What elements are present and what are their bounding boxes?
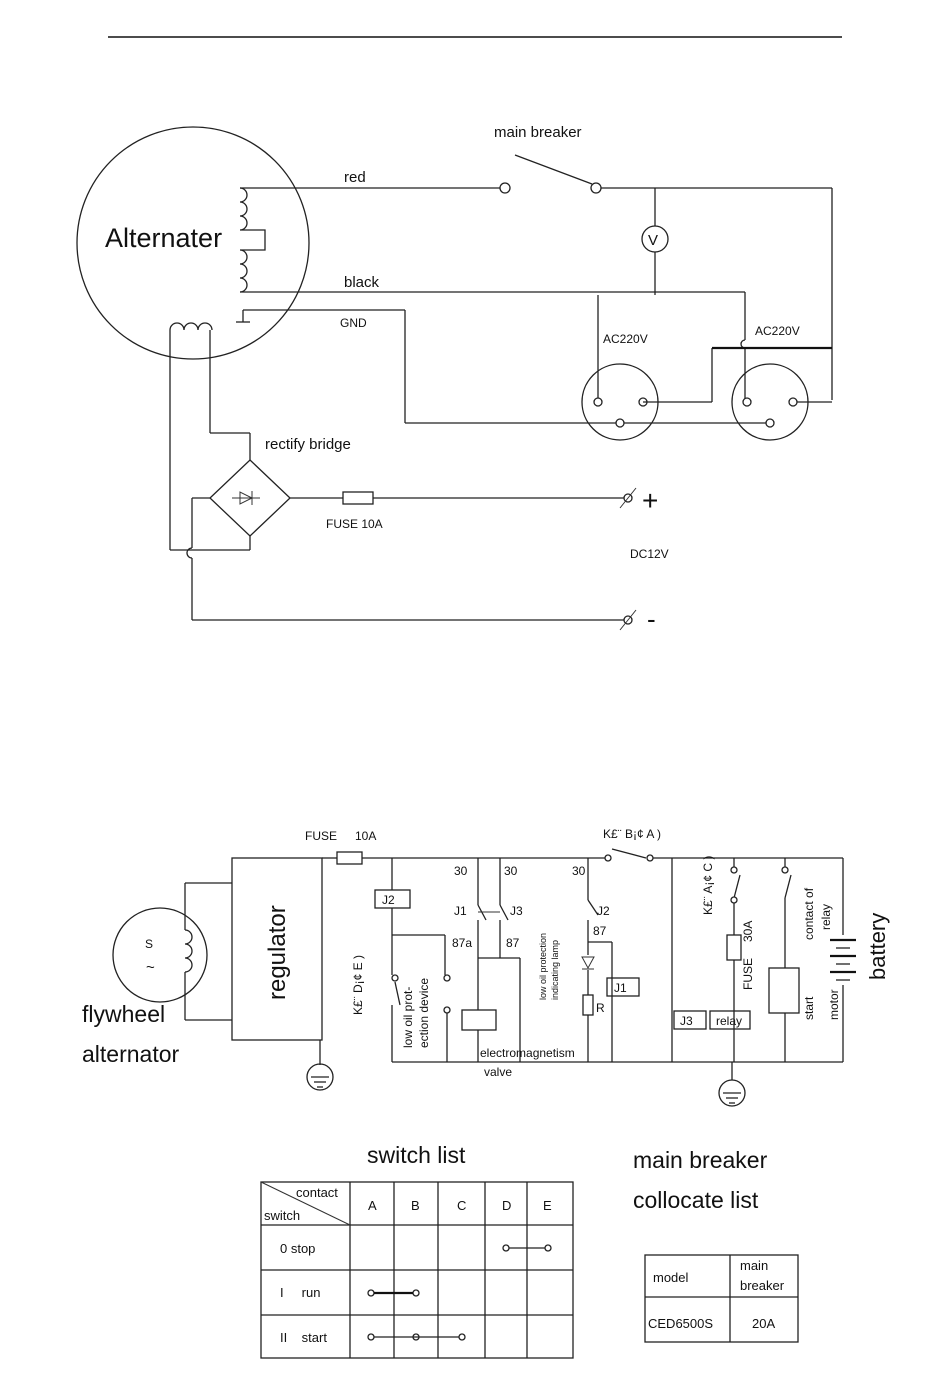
t87-a: 87 bbox=[506, 936, 520, 950]
flywheel-alternator-circle bbox=[112, 907, 208, 1003]
flywheel-coil-icon bbox=[184, 929, 193, 973]
relay-label: relay bbox=[716, 1014, 742, 1028]
regulator-box bbox=[231, 857, 323, 1041]
gnd-label: GND bbox=[340, 316, 367, 330]
socket-2-label: AC220V bbox=[755, 324, 800, 338]
col-c: C bbox=[457, 1198, 466, 1213]
dc-plus-label: + bbox=[642, 485, 658, 516]
alternator-winding-icon bbox=[239, 187, 266, 293]
row-start: II start bbox=[280, 1330, 327, 1345]
breaker-list-title-1: main breaker bbox=[633, 1147, 768, 1173]
contact-relay-label-2: relay bbox=[819, 904, 833, 930]
j1-coil bbox=[606, 977, 640, 997]
breaker-header-model: model bbox=[653, 1270, 689, 1285]
contact-de-stop bbox=[502, 1244, 552, 1252]
flywheel-label: flywheel bbox=[82, 1001, 165, 1027]
breaker-list: main breaker collocate list model main b… bbox=[633, 1147, 799, 1343]
switch-list-corner-top: contact bbox=[296, 1185, 338, 1200]
red-wire-label: red bbox=[344, 169, 366, 186]
valve-label-1: electromagnetism bbox=[480, 1046, 575, 1060]
resistor-r bbox=[582, 994, 594, 1016]
col-e: E bbox=[543, 1198, 552, 1213]
breaker-header-breaker: breaker bbox=[740, 1278, 785, 1293]
fuse-bottom-rating: 10A bbox=[355, 829, 376, 843]
j3-box-label: J3 bbox=[680, 1014, 693, 1028]
top-diagram: Alternater red black main breaker V AC22… bbox=[76, 124, 833, 634]
fuse-30a bbox=[726, 934, 742, 961]
low-oil-device-label-1: low oil prot- bbox=[401, 987, 415, 1048]
breaker-rating: 20A bbox=[752, 1316, 775, 1331]
fuse-10a bbox=[342, 491, 374, 505]
j2-label: J2 bbox=[382, 893, 395, 907]
ground-icon-2 bbox=[718, 1079, 746, 1107]
alternator-circle bbox=[76, 126, 310, 360]
t30-b: 30 bbox=[504, 864, 518, 878]
t87-b: 87 bbox=[593, 924, 607, 938]
t30-c: 30 bbox=[572, 864, 586, 878]
alternator-label: alternator bbox=[82, 1041, 180, 1067]
low-oil-device-label-2: ection device bbox=[417, 978, 431, 1048]
fuse-bottom-label: FUSE bbox=[305, 829, 337, 843]
socket-1-label: AC220V bbox=[603, 332, 648, 346]
valve-label-2: valve bbox=[484, 1065, 512, 1079]
r-label: R bbox=[596, 1001, 605, 1015]
start-motor-label-1: start bbox=[802, 996, 816, 1020]
tilde-label: ~ bbox=[146, 959, 155, 976]
col-b: B bbox=[411, 1198, 420, 1213]
electromagnetism-valve bbox=[461, 1009, 497, 1031]
main-breaker-label: main breaker bbox=[494, 124, 582, 141]
t87a: 87a bbox=[452, 936, 472, 950]
alternator-label: Alternater bbox=[105, 223, 222, 253]
fuse-10a-bottom bbox=[336, 851, 363, 865]
breaker-model: CED6500S bbox=[648, 1316, 713, 1331]
row-run: I run bbox=[280, 1285, 320, 1300]
switch-list-title: switch list bbox=[367, 1142, 466, 1168]
contact-relay-label-1: contact of bbox=[802, 887, 816, 940]
ground-icon-1 bbox=[306, 1063, 334, 1091]
black-wire-label: black bbox=[344, 274, 380, 291]
switch-de-label: K£¨ D¡¢ E ) bbox=[351, 955, 365, 1015]
fuse30-label-1: FUSE bbox=[741, 958, 755, 990]
breaker-header-main: main bbox=[740, 1258, 768, 1273]
dc-minus-label: - bbox=[647, 604, 656, 634]
battery-icon bbox=[830, 938, 856, 981]
excitation-winding-icon bbox=[169, 322, 213, 331]
switch-ba-label: K£¨ B¡¢ A ) bbox=[603, 827, 661, 841]
j2b-label: J2 bbox=[597, 904, 610, 918]
row-stop: 0 stop bbox=[280, 1241, 315, 1256]
switch-ac-label: K£¨ A¡¢ C ) bbox=[701, 856, 715, 915]
bottom-diagram: S ~ flywheel alternator regulator FUSE 1… bbox=[82, 827, 890, 1107]
lamp-label-1: low oil protection bbox=[538, 933, 548, 1000]
start-motor-label-2: motor bbox=[827, 989, 841, 1020]
voltmeter-label: V bbox=[648, 232, 658, 249]
j3-label: J3 bbox=[510, 904, 523, 918]
fuse30-label-2: 30A bbox=[741, 921, 755, 942]
breaker-list-title-2: collocate list bbox=[633, 1187, 759, 1213]
j1-box-label: J1 bbox=[614, 981, 627, 995]
col-d: D bbox=[502, 1198, 511, 1213]
lamp-icon bbox=[581, 956, 595, 970]
t30-a: 30 bbox=[454, 864, 468, 878]
s-label: S bbox=[145, 937, 153, 951]
battery-label: battery bbox=[865, 913, 890, 980]
dc12v-label: DC12V bbox=[630, 547, 669, 561]
switch-list: switch list contact switch A B C D E 0 s… bbox=[260, 1142, 574, 1359]
lamp-label-2: indicating lamp bbox=[550, 940, 560, 1000]
fuse-label: FUSE 10A bbox=[326, 517, 383, 531]
rectify-bridge-label: rectify bridge bbox=[265, 436, 351, 453]
start-motor bbox=[768, 967, 800, 1014]
j1-label: J1 bbox=[454, 904, 467, 918]
col-a: A bbox=[368, 1198, 377, 1213]
main-breaker-switch bbox=[514, 154, 593, 185]
diode-icon bbox=[232, 491, 260, 505]
contact-ab-run bbox=[367, 1289, 420, 1297]
contact-abc-start bbox=[367, 1333, 466, 1341]
relay-box bbox=[709, 1010, 751, 1030]
switch-list-corner-bottom: switch bbox=[264, 1208, 300, 1223]
j3-coil bbox=[673, 1010, 707, 1030]
regulator-label: regulator bbox=[264, 905, 291, 1000]
